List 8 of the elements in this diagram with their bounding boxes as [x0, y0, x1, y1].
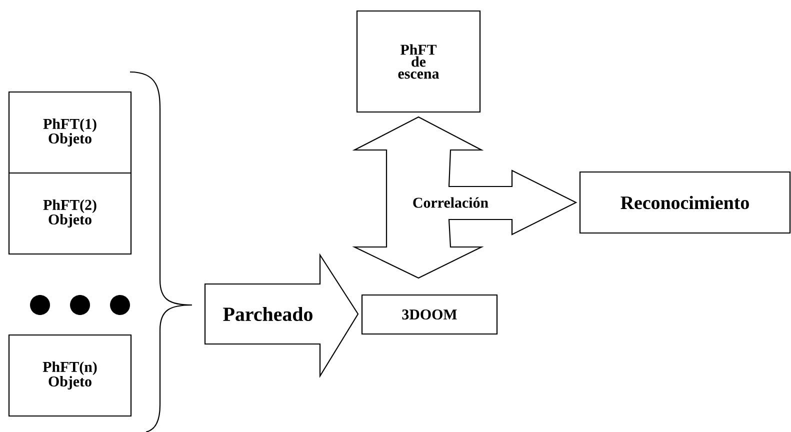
- process-box: Reconocimiento: [579, 171, 791, 234]
- process-box: PhFT de escena: [356, 10, 481, 113]
- edge-label: Correlación: [413, 197, 488, 208]
- double-block-arrow: [352, 116, 578, 279]
- process-box: PhFT(1) Objeto: [8, 91, 132, 174]
- process-box: PhFT(2) Objeto: [8, 172, 132, 255]
- process-box: PhFT(n) Objeto: [8, 334, 132, 417]
- process-box: 3DOOM: [361, 294, 498, 335]
